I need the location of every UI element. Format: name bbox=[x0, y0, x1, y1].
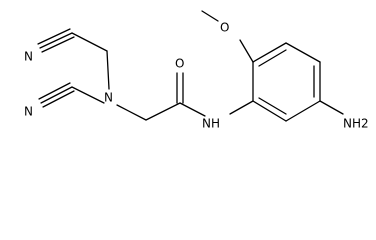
atom-nh-amide: NH bbox=[202, 117, 220, 131]
atom-n-nitrile-bottom: N bbox=[24, 105, 33, 119]
bond-o-ch3 bbox=[201, 10, 219, 22]
bond-nitrile-ch2-bottom bbox=[71, 86, 105, 104]
bond-n-c-triple-bottom-2 bbox=[42, 90, 75, 108]
atom-n-tertiary-amine: N bbox=[104, 91, 113, 105]
atom-n-nitrile-top: N bbox=[24, 50, 33, 64]
bond-n-c-triple-top-1 bbox=[39, 32, 73, 49]
bond-ring-o-methoxy bbox=[239, 39, 254, 63]
bond-ch2-n-top bbox=[106, 50, 110, 90]
ring-bond-6 bbox=[252, 100, 287, 122]
bond-ch2-carbonyl bbox=[145, 102, 181, 121]
atom-o-carbonyl: O bbox=[175, 57, 184, 71]
bond-nh-ring bbox=[229, 100, 254, 115]
bond-nitrile-ch2-top bbox=[71, 32, 108, 52]
ring-inner-bond-3 bbox=[258, 97, 287, 115]
bond-n-c-triple-top-3 bbox=[37, 28, 71, 45]
atom-nh2-amine: NH2 bbox=[343, 117, 369, 131]
bond-n-ch2-amide bbox=[116, 104, 147, 121]
bond-n-c-triple-bottom-3 bbox=[38, 82, 71, 100]
ring-inner-bond-1 bbox=[258, 49, 287, 67]
ring-bond-3 bbox=[285, 42, 321, 63]
atom-o-methoxy: O bbox=[220, 21, 229, 35]
bond-n-c-triple-top-2 bbox=[41, 36, 75, 53]
ring-bond-2 bbox=[252, 42, 287, 63]
bond-n-c-triple-bottom-1 bbox=[40, 86, 73, 104]
bond-carbonyl-nh bbox=[179, 102, 206, 117]
structure-diagram: N N N O O NH NH2 bbox=[24, 10, 369, 131]
bond-ring-nh2 bbox=[319, 100, 344, 115]
ring-bond-5 bbox=[285, 100, 321, 122]
